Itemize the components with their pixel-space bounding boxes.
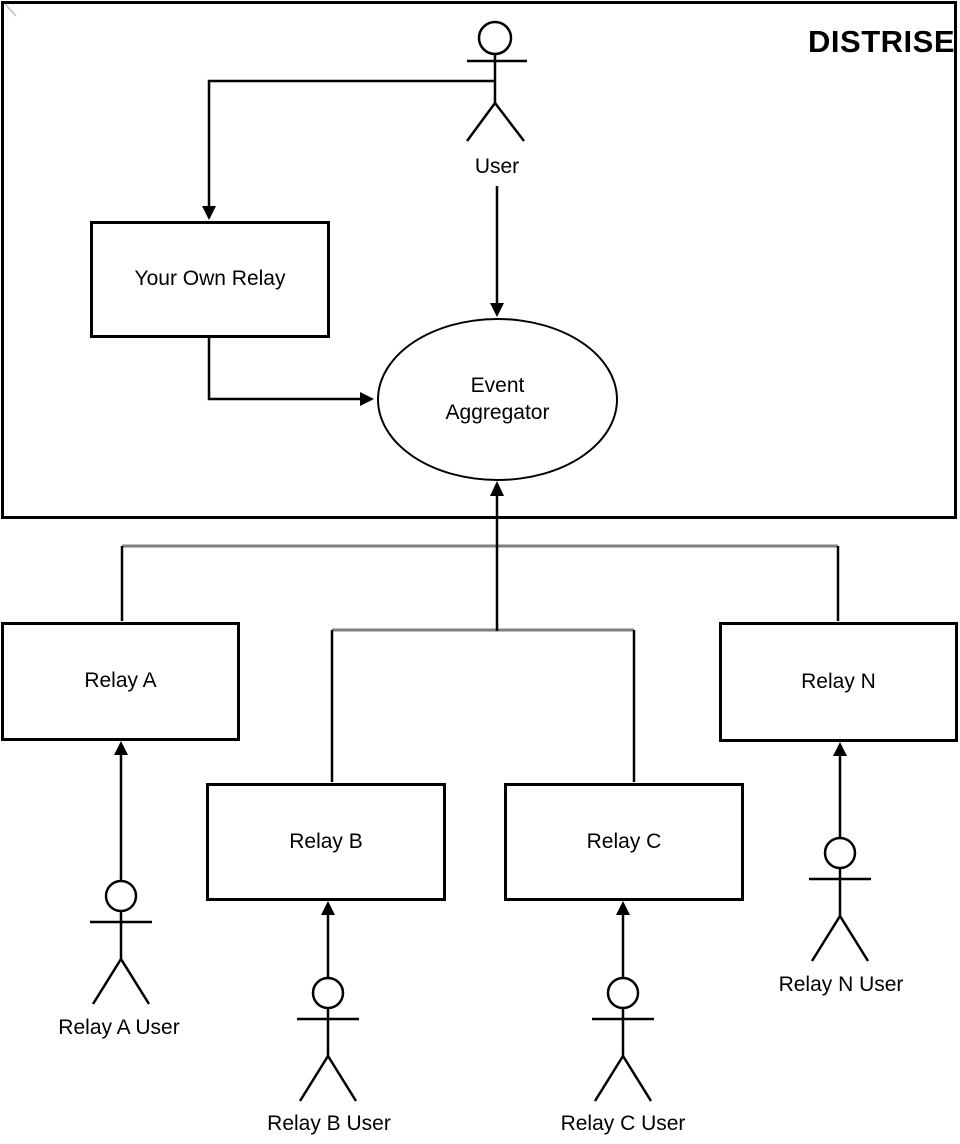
edge-relay-b-user-to-relay-b — [321, 901, 335, 977]
pointer-cursor-artifact — [4, 3, 17, 17]
edge-relay-n-user-to-relay-n — [833, 742, 847, 837]
relay-n-user-actor-icon — [809, 836, 871, 962]
node-label: Relay N — [801, 669, 876, 693]
node-label: Relay B — [289, 829, 363, 853]
node-relay-a: Relay A — [1, 622, 240, 741]
arrowhead-up-icon — [321, 901, 335, 915]
relay-a-user-actor-icon — [90, 879, 152, 1005]
relay-b-user-actor-icon — [297, 976, 359, 1102]
node-relay-c: Relay C — [504, 783, 744, 901]
node-relay-n: Relay N — [719, 622, 958, 742]
arrowhead-up-icon — [490, 481, 504, 496]
edge-relay-a-user-to-relay-a — [114, 741, 128, 880]
arrowhead-up-icon — [833, 742, 847, 756]
node-event-aggregator: Event Aggregator — [377, 318, 618, 481]
diagram-title: DISTRISE — [808, 24, 955, 59]
arrowhead-down-icon — [490, 303, 504, 317]
node-label-line2: Aggregator — [445, 400, 550, 424]
distrise-system-boundary — [1, 1, 957, 519]
node-your-own-relay: Your Own Relay — [90, 221, 330, 338]
relay-c-user-actor-icon — [592, 976, 654, 1102]
arrowhead-down-icon — [202, 206, 216, 220]
node-label: Your Own Relay — [134, 267, 286, 291]
edge-user-to-event-aggregator — [490, 186, 504, 317]
relay-a-user-actor-label: Relay A User — [58, 1016, 180, 1039]
node-relay-b: Relay B — [206, 783, 446, 901]
edge-your-own-relay-to-event-aggregator — [207, 338, 374, 406]
user-actor-label: User — [474, 155, 520, 178]
user-actor-icon — [465, 20, 527, 142]
node-label: Relay A — [84, 669, 157, 693]
edge-user-to-your-own-relay — [202, 79, 495, 220]
relay-n-user-actor-label: Relay N User — [778, 973, 904, 996]
arrowhead-up-icon — [616, 901, 630, 915]
arrowhead-right-icon — [360, 392, 374, 406]
arrowhead-up-icon — [114, 741, 128, 755]
node-label-line1: Event — [470, 374, 525, 398]
relay-b-user-actor-label: Relay B User — [267, 1112, 391, 1135]
relay-c-user-actor-label: Relay C User — [560, 1112, 686, 1135]
node-label: Relay C — [586, 829, 662, 853]
edge-relay-c-user-to-relay-c — [616, 901, 630, 977]
